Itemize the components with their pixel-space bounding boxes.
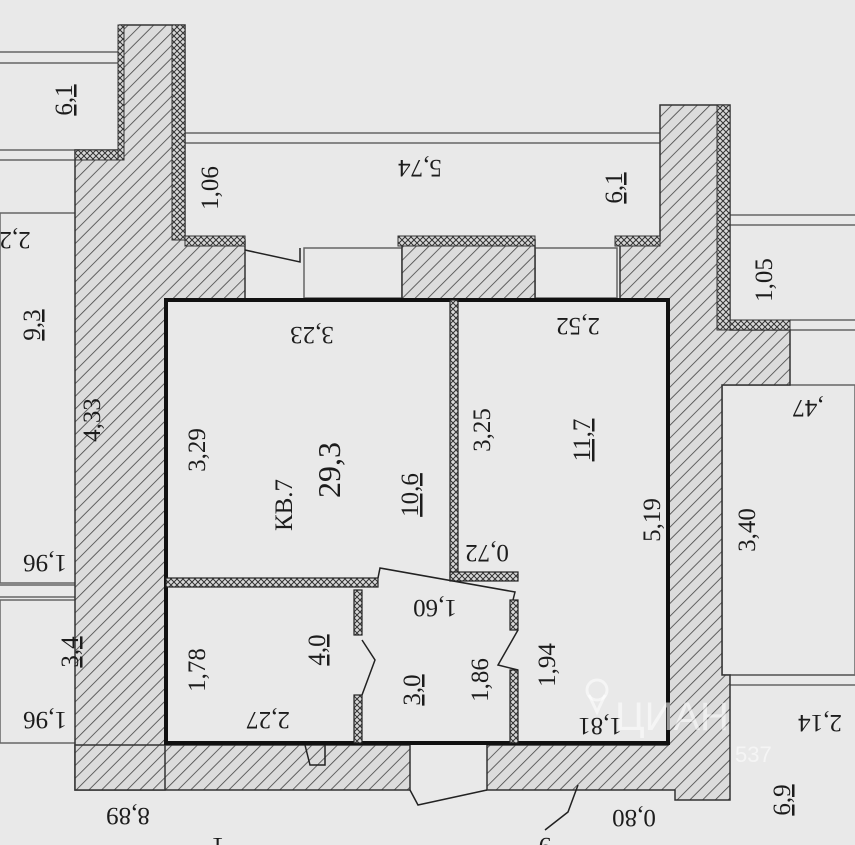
dim-bottom-left: 8,89	[106, 802, 150, 829]
dim-left-h: 4,33	[79, 398, 106, 442]
bath-width: 1,81	[578, 712, 622, 739]
wall-trims	[74, 24, 791, 331]
apartment-outline	[164, 298, 670, 745]
watermark: ЦИАН 537	[585, 678, 772, 767]
room-a-area: 10,6	[397, 473, 424, 517]
hall-height: 1,86	[467, 658, 494, 702]
neighbor-left-mid: 9,3	[19, 309, 46, 340]
dim-left-w2: 1,96	[23, 706, 67, 733]
dim-left-w1: 1,96	[23, 549, 67, 576]
dim-top-len: 5,74	[398, 154, 442, 181]
neighbor-left-top: 6,1	[51, 84, 78, 115]
apartment-area: 29,3	[311, 442, 347, 498]
hall-area: 3,0	[399, 674, 426, 705]
hall-gap: 0,72	[465, 539, 509, 566]
dim-right-top: ,47	[792, 394, 823, 421]
room-b-height: 3,25	[469, 408, 496, 452]
internal-walls	[165, 299, 519, 744]
dim-bottom-mid: 0,80	[612, 804, 656, 831]
location-pin-icon	[585, 678, 609, 702]
labels: КВ.7 29,3 10,6 3,23 3,29 11,7 2,52 3,25 …	[0, 84, 842, 845]
watermark-id: 537	[735, 742, 772, 767]
apartment-name: КВ.7	[271, 479, 298, 531]
dim-bottom-edge-2: 9	[539, 832, 552, 845]
room-b-side: 5,19	[639, 498, 666, 542]
neighbor-top-right: 6,1	[601, 172, 628, 203]
neighbor-left-low: 3,4	[57, 636, 84, 668]
dim-right-low: 2,14	[798, 709, 842, 736]
dim-top-h1: 1,06	[197, 166, 224, 210]
dim-bottom-edge-1: 1	[212, 832, 225, 845]
watermark-brand: ЦИАН	[615, 695, 729, 739]
room-b-width: 2,52	[556, 312, 600, 339]
room-c-area: 4,0	[304, 634, 331, 665]
room-a-height: 3,29	[184, 428, 211, 472]
hall-width: 1,60	[413, 594, 457, 621]
dim-top-h2: 1,05	[751, 258, 778, 302]
dim-left-top-w: 2,2	[0, 226, 31, 253]
bath-height: 1,94	[534, 643, 561, 687]
room-a-width: 3,23	[290, 321, 334, 348]
room-c-height: 1,78	[184, 648, 211, 692]
neighbor-bottom-right: 6,9	[769, 784, 796, 815]
room-b-area: 11,7	[569, 419, 596, 462]
door-swings	[244, 248, 579, 831]
room-c-width: 2,27	[246, 706, 290, 733]
dim-right-h: 3,40	[734, 508, 761, 552]
